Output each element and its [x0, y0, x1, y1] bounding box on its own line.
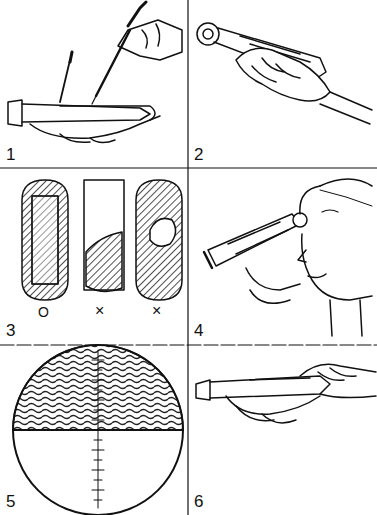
panel-divider: [0, 167, 377, 168]
result-mark: ×: [152, 303, 161, 319]
clean-prism-scene: [196, 364, 376, 423]
apply-sample-scene: [8, 2, 182, 143]
read-scale-scene: [204, 179, 372, 336]
panel-divider: [187, 0, 188, 515]
good-bad-views: [22, 180, 182, 300]
close-cover-scene: [197, 23, 372, 124]
panel-number: 3: [6, 322, 15, 339]
result-mark: O: [38, 305, 49, 319]
panel-number: 4: [194, 322, 203, 339]
panel-number: 2: [194, 146, 203, 163]
panel-divider: [0, 344, 377, 345]
panel-number: 5: [6, 493, 15, 510]
scale-view: [13, 345, 183, 515]
result-mark: ×: [95, 303, 104, 319]
panel-number: 1: [6, 146, 15, 163]
panel-number: 6: [194, 493, 203, 510]
